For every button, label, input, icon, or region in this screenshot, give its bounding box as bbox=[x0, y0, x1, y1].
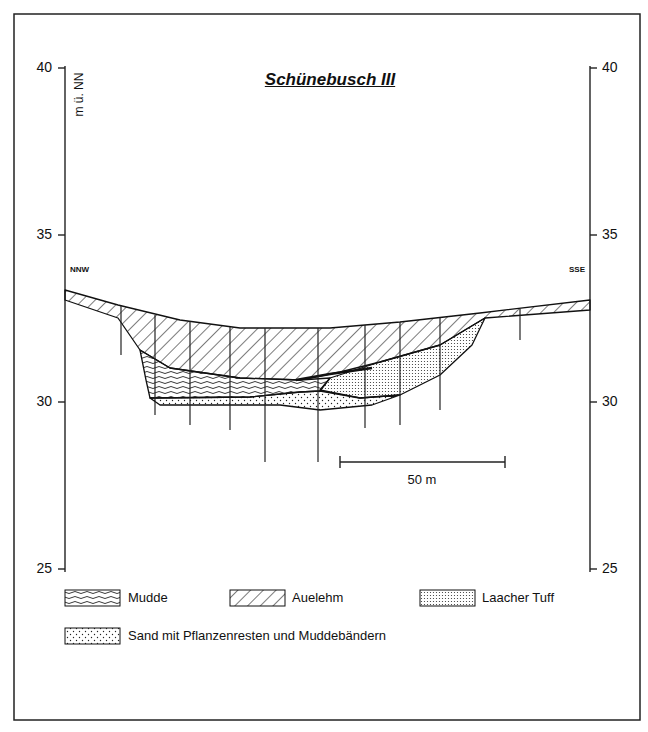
axis-tick-label: 25 bbox=[602, 561, 618, 576]
direction-label: NNW bbox=[70, 266, 89, 275]
axis-tick-label: 35 bbox=[36, 227, 52, 242]
scale-label: 50 m bbox=[408, 473, 437, 487]
axis-tick-label: 40 bbox=[602, 60, 618, 75]
scale-bar bbox=[340, 456, 505, 468]
direction-label: SSE bbox=[569, 266, 585, 275]
legend-label: Laacher Tuff bbox=[482, 591, 554, 605]
axes bbox=[58, 66, 597, 572]
boreholes bbox=[121, 306, 520, 462]
legend-label: Auelehm bbox=[292, 591, 343, 605]
axis-tick-label: 25 bbox=[36, 561, 52, 576]
axis-tick-label: 30 bbox=[602, 394, 618, 409]
axis-tick-label: 35 bbox=[602, 227, 618, 242]
frame bbox=[14, 14, 640, 720]
legend-label: Sand mit Pflanzenresten und Muddebändern bbox=[128, 629, 386, 643]
axis-tick-label: 30 bbox=[36, 394, 52, 409]
legend-swatches bbox=[65, 590, 475, 644]
axis-title: m ü. NN bbox=[73, 73, 86, 117]
diagram-title: Schünebusch III bbox=[265, 71, 395, 90]
axis-tick-label: 40 bbox=[36, 60, 52, 75]
layers bbox=[65, 290, 590, 410]
legend-label: Mudde bbox=[128, 591, 168, 605]
